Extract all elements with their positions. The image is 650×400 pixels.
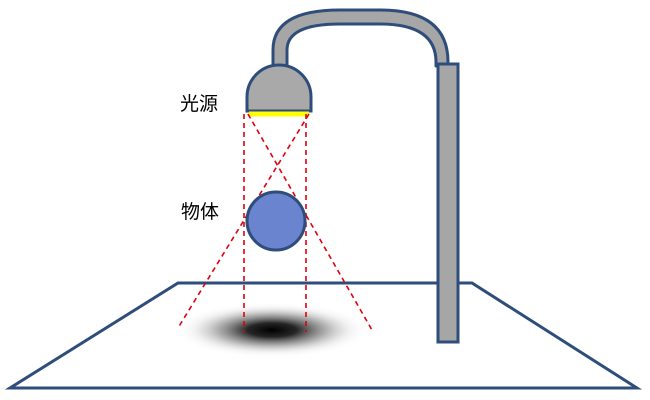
stand-pole <box>436 62 460 344</box>
shadow <box>174 302 370 358</box>
ray-left-to-right <box>247 113 373 331</box>
ray-right-to-left <box>177 113 310 329</box>
object-sphere <box>245 190 307 252</box>
stand-arm <box>271 8 450 74</box>
lamp-head <box>245 63 313 113</box>
object-label: 物体 <box>181 201 220 223</box>
light-source-label: 光源 <box>180 93 219 115</box>
